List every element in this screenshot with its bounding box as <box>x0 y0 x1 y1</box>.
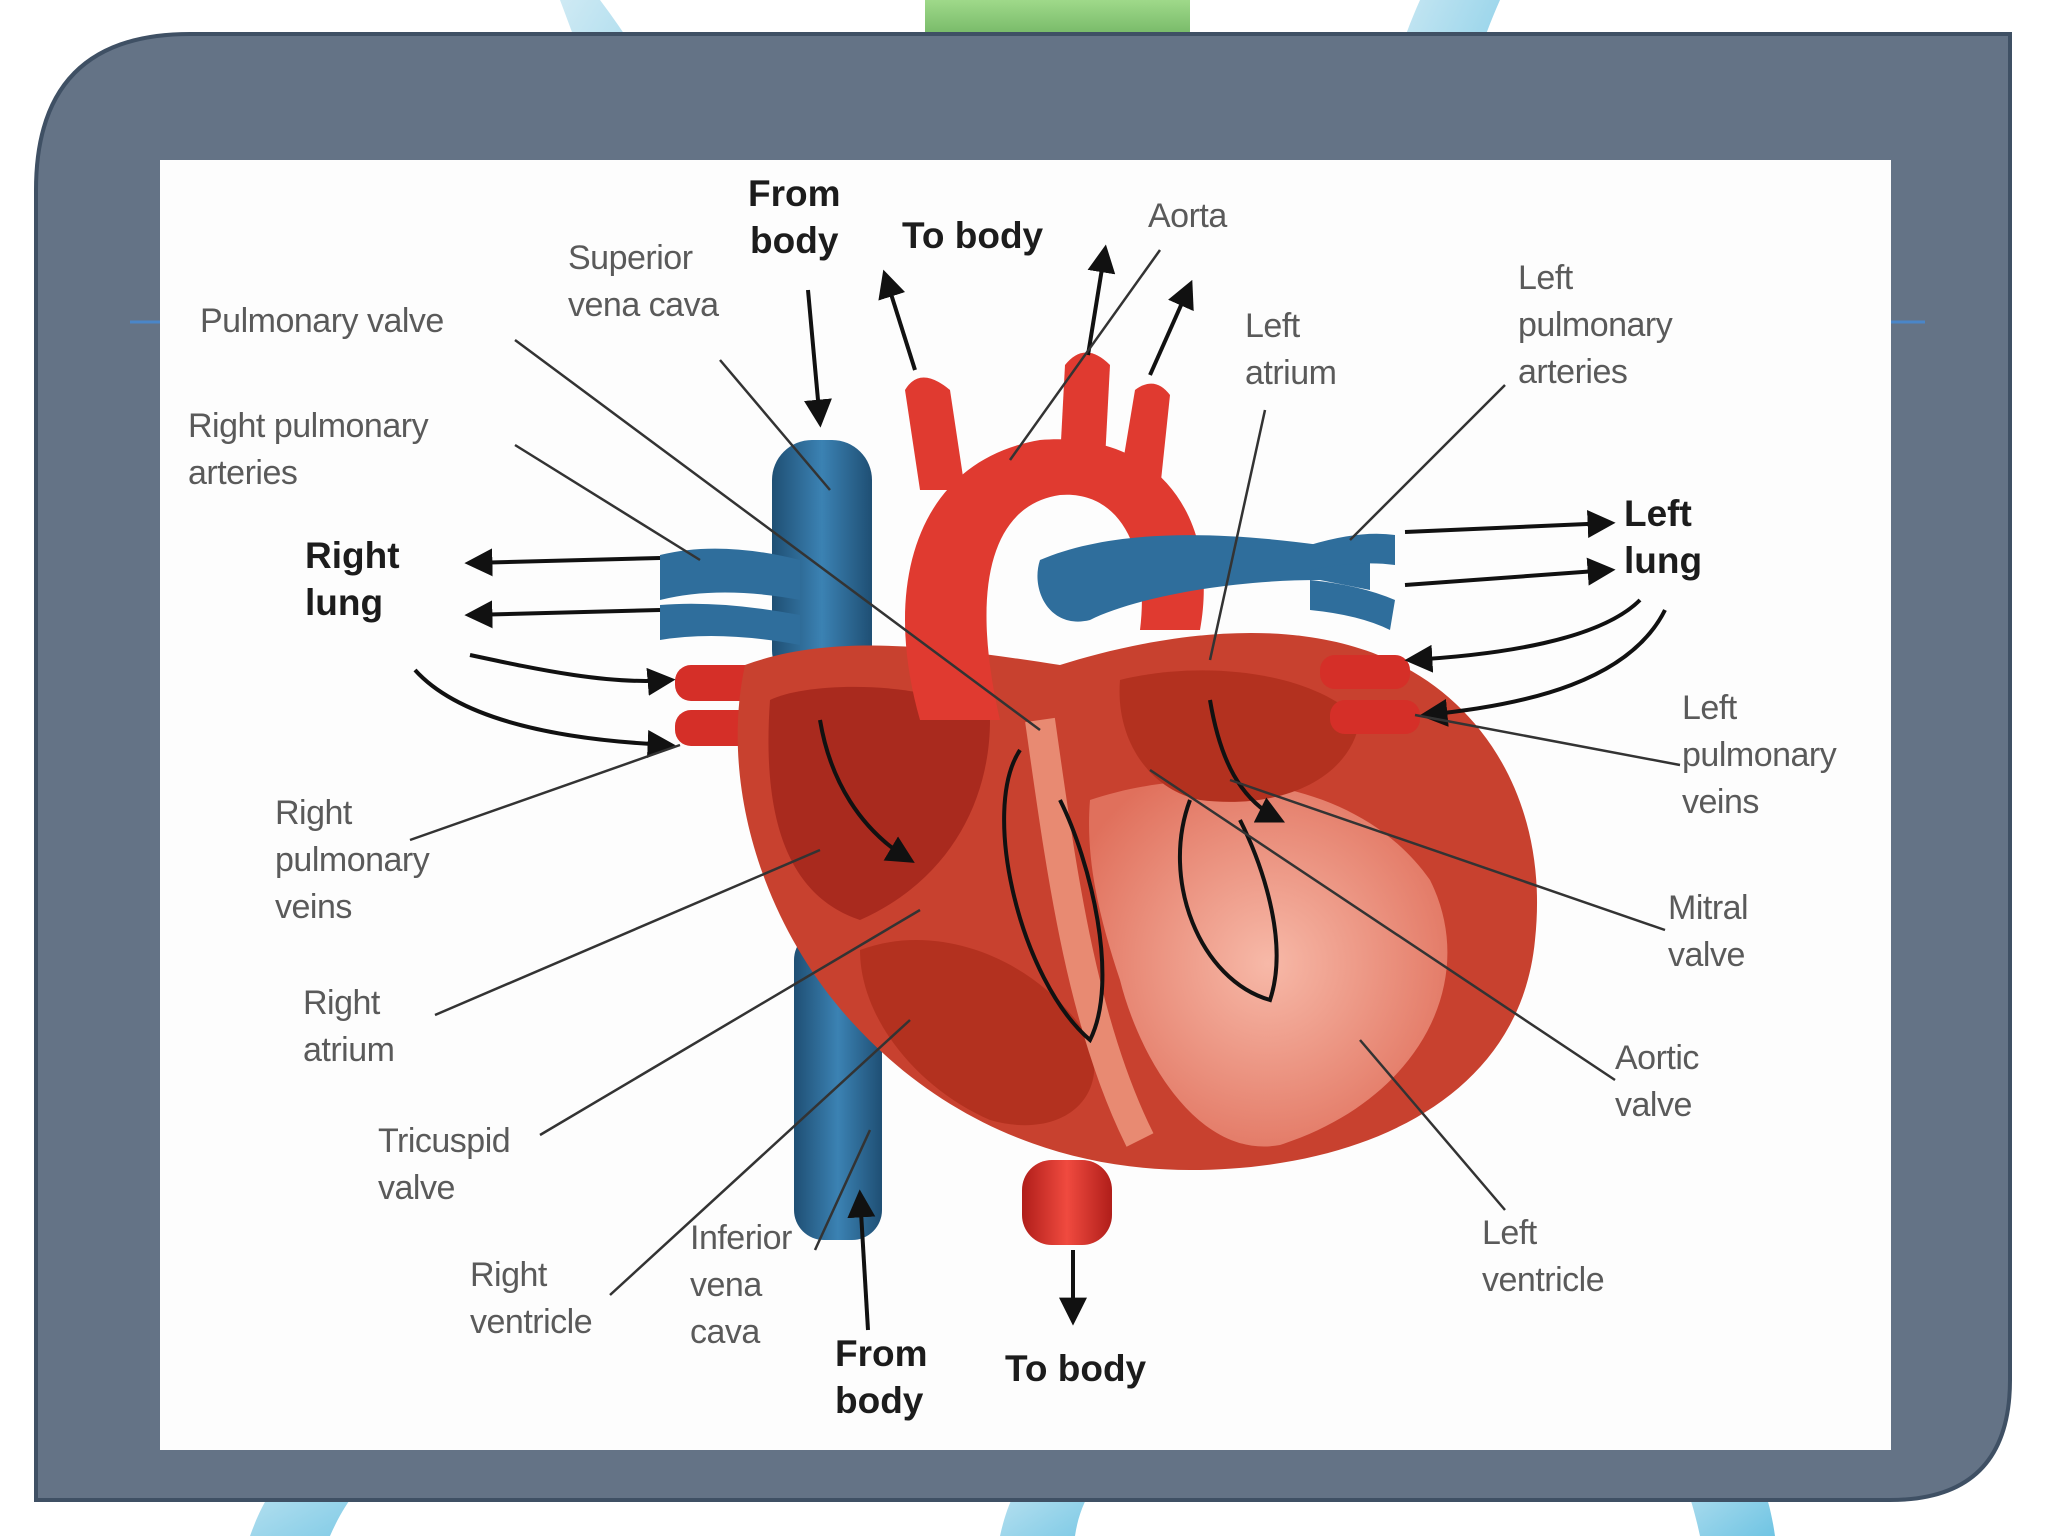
leader-lines <box>409 249 1681 1296</box>
arrow-left-lung-2 <box>1404 557 1616 587</box>
label-aorta: Aorta <box>1148 197 1227 235</box>
label-right-atrium: Right atrium <box>303 984 395 1069</box>
arrow-to-body-top-3 <box>1148 279 1194 376</box>
left-atrium-chamber <box>1119 670 1360 802</box>
flow-path-lv <box>1177 799 1279 1003</box>
aorta-branch-1 <box>905 377 965 490</box>
label-left-ventricle: Left ventricle <box>1482 1214 1605 1299</box>
arrow-from-right-lung-1 <box>469 653 676 696</box>
leader-right-pulmonary-veins <box>409 743 681 842</box>
flow-path-center <box>1002 748 1105 1044</box>
leader-right-ventricle <box>609 1019 911 1296</box>
arrow-from-left-lung-2 <box>1419 609 1667 727</box>
arrow-from-body-top <box>804 289 832 428</box>
arrow-right-lung-1 <box>464 548 661 577</box>
leader-mitral-valve <box>1229 778 1666 932</box>
label-to-body-top: To body <box>902 215 1044 256</box>
label-inferior-vena-cava: Inferior vena cava <box>690 1219 792 1351</box>
arrow-from-left-lung-1 <box>1404 598 1642 673</box>
aorta-branch-2 <box>1060 352 1110 460</box>
leader-left-pulmonary-arteries <box>1349 384 1506 541</box>
label-right-pulmonary-arteries: Right pulmonary arteries <box>188 407 429 492</box>
leader-right-pulmonary-arteries <box>514 443 701 562</box>
arrow-left-lung-1 <box>1404 509 1616 538</box>
arrow-from-right-lung-2 <box>413 668 676 758</box>
left-pulmonary-artery-lower <box>1310 580 1395 630</box>
label-pulmonary-valve: Pulmonary valve <box>200 302 444 340</box>
right-pulmonary-artery-branch <box>660 603 800 645</box>
label-left-lung: Left lung <box>1624 493 1703 581</box>
label-to-body-bottom: To body <box>1005 1348 1147 1389</box>
septum <box>1025 717 1154 1147</box>
label-from-body-top: From body <box>748 173 841 261</box>
flow-path-left <box>1208 699 1286 823</box>
label-left-pulmonary-veins: Left pulmonary veins <box>1682 689 1837 821</box>
label-right-lung: Right lung <box>305 535 400 623</box>
leader-superior-vena-cava <box>719 359 831 491</box>
arrow-to-body-top-2 <box>1086 244 1116 356</box>
leader-inferior-vena-cava <box>813 1129 872 1251</box>
arrow-from-body-bottom <box>847 1189 876 1331</box>
pulmonary-trunk <box>1037 535 1370 622</box>
label-left-pulmonary-arteries: Left pulmonary arteries <box>1518 259 1673 391</box>
aorta-branch-3 <box>1120 383 1170 490</box>
leader-aorta <box>1008 249 1162 461</box>
arrow-to-body-top-1 <box>878 269 917 371</box>
leader-left-ventricle <box>1359 1039 1506 1211</box>
aortic-arch <box>905 439 1204 720</box>
leader-left-pulmonary-veins <box>1414 713 1681 767</box>
heart-illustration <box>409 244 1681 1331</box>
label-right-ventricle: Right ventricle <box>470 1256 593 1341</box>
right-pulmonary-artery-vessel <box>660 548 800 600</box>
label-right-pulmonary-veins: Right pulmonary veins <box>275 794 430 926</box>
descending-aorta-vessel <box>1022 1160 1112 1245</box>
leader-aortic-valve <box>1149 768 1616 1082</box>
label-left-atrium: Left atrium <box>1245 307 1337 392</box>
right-ventricle-chamber <box>860 940 1095 1126</box>
label-superior-vena-cava: Superior vena cava <box>568 239 719 324</box>
leader-right-atrium <box>434 848 821 1017</box>
label-mitral-valve: Mitral valve <box>1668 889 1749 974</box>
left-pulmonary-artery-upper <box>1310 533 1395 570</box>
left-pulmonary-vein-upper <box>1320 655 1410 689</box>
leader-pulmonary-valve <box>514 338 1041 732</box>
leader-left-atrium <box>1208 409 1267 661</box>
heart-diagram: From body To body Aorta Superior vena ca… <box>160 160 1891 1450</box>
flow-path-right <box>818 719 915 863</box>
leader-tricuspid-valve <box>539 908 921 1137</box>
label-tricuspid-valve: Tricuspid valve <box>378 1122 511 1207</box>
left-pulmonary-vein-lower <box>1330 700 1420 734</box>
label-aortic-valve: Aortic valve <box>1615 1039 1699 1124</box>
label-from-body-bottom: From body <box>835 1333 928 1421</box>
arrow-right-lung-2 <box>464 600 661 629</box>
